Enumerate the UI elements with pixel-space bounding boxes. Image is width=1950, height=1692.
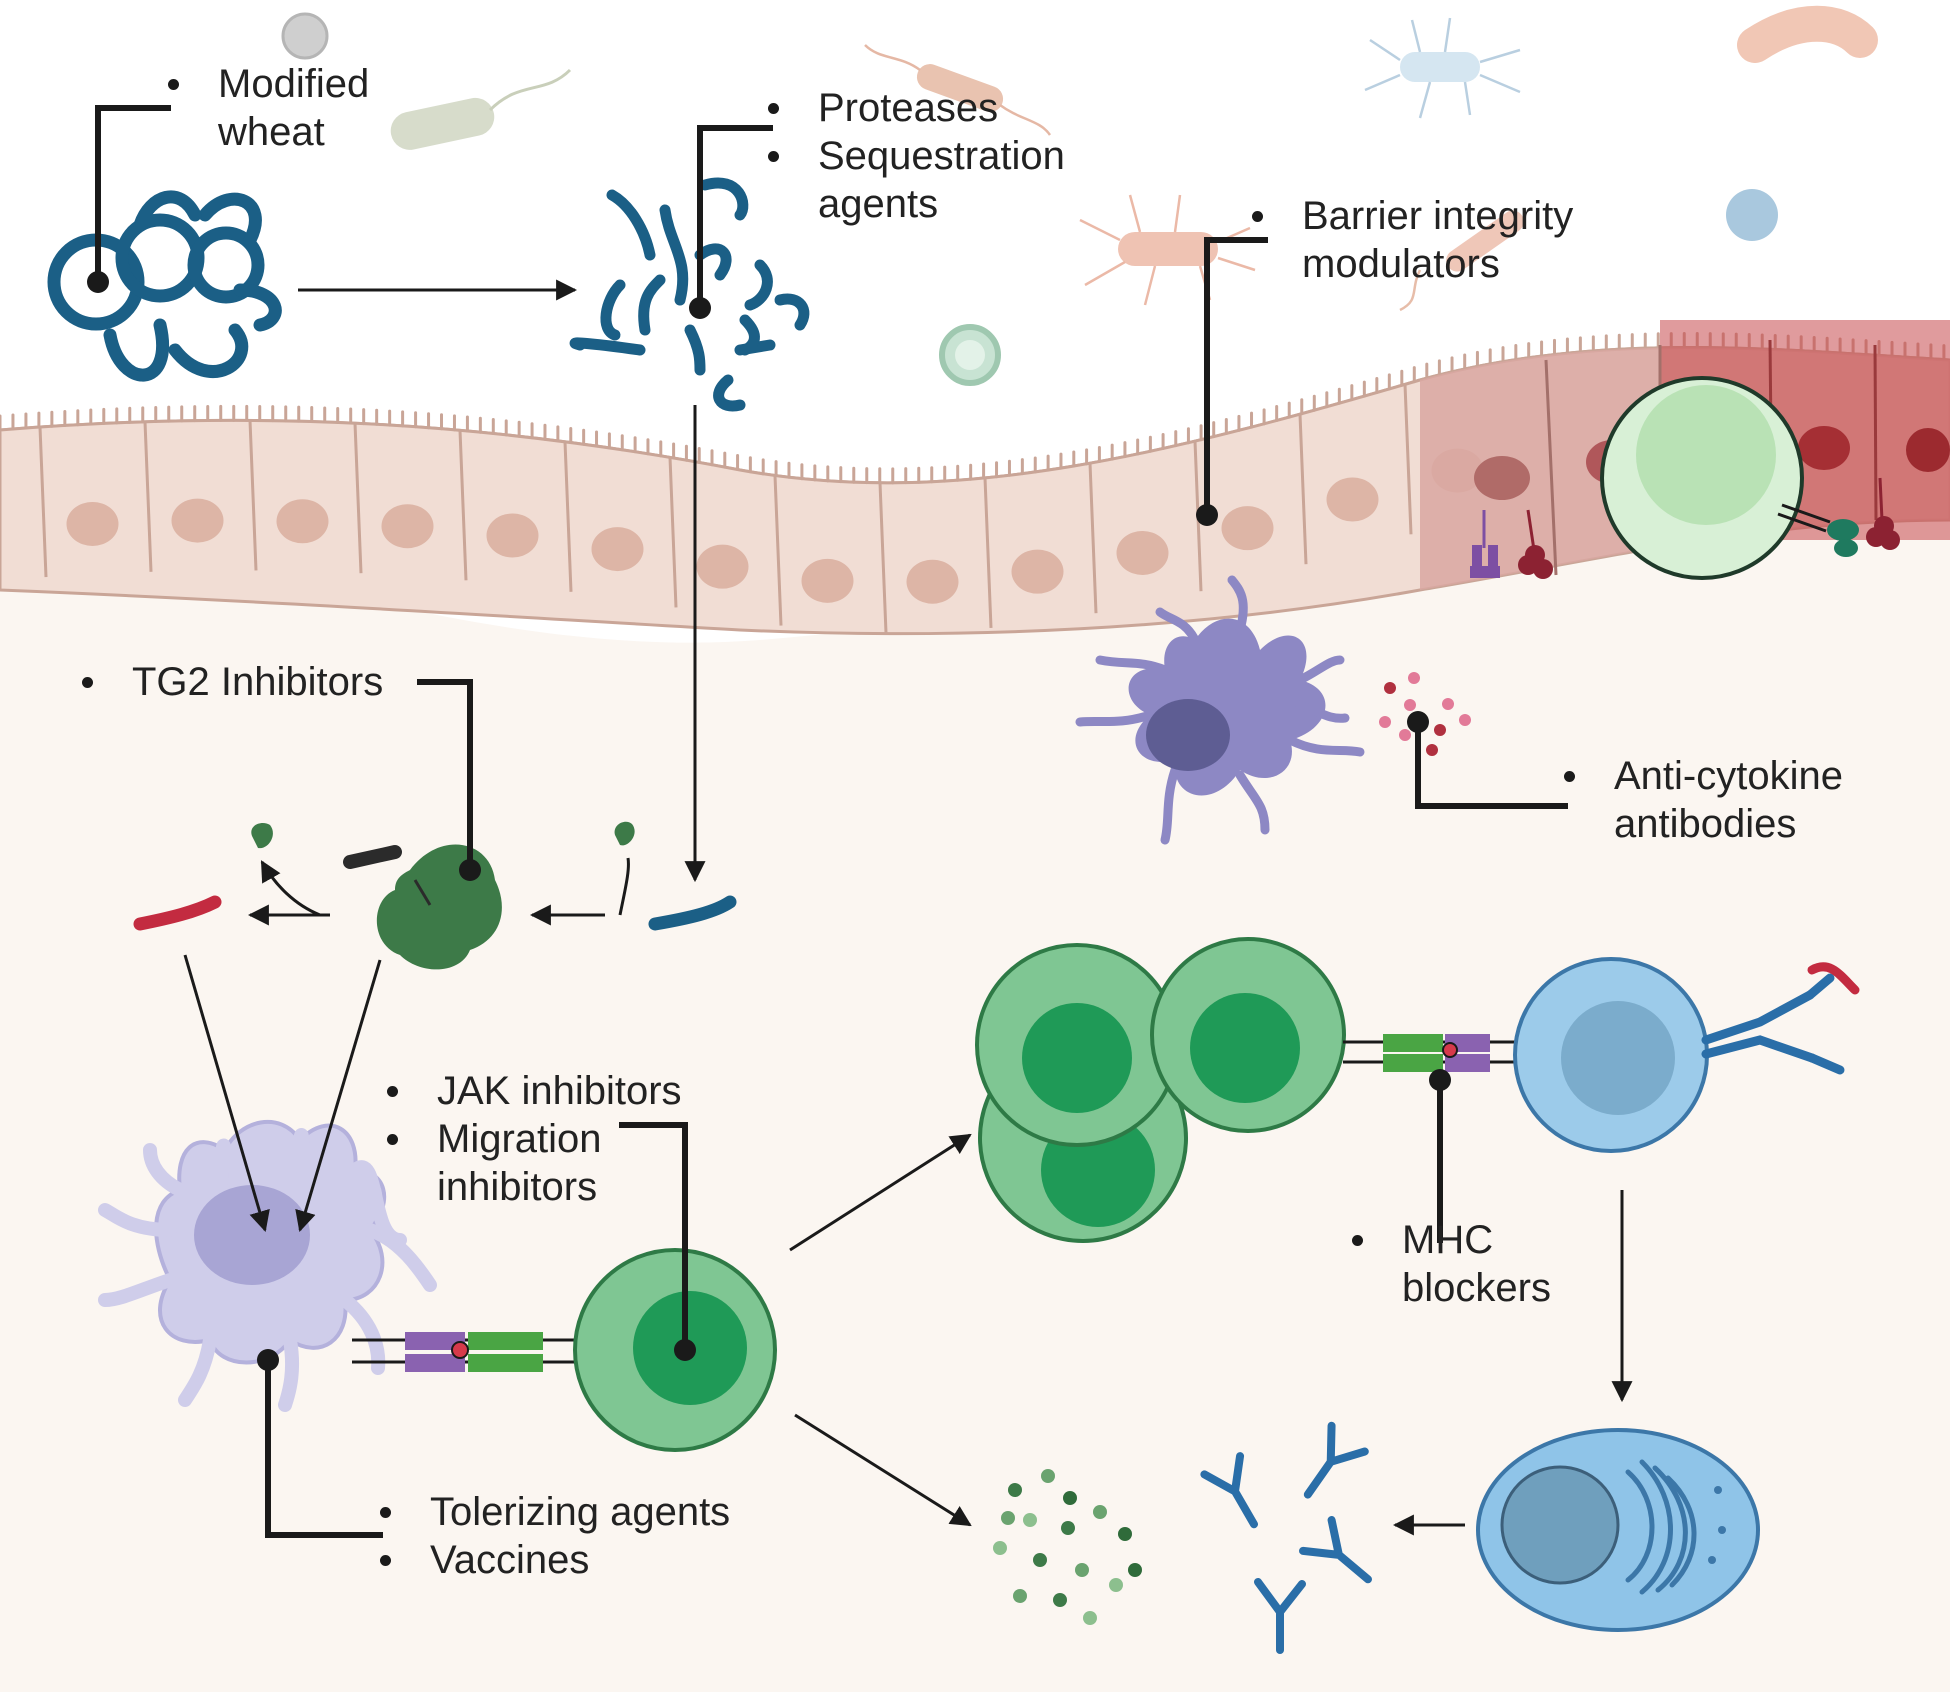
callout-jak bbox=[619, 1122, 688, 1353]
virus-icon bbox=[939, 324, 1001, 386]
antibody-icon bbox=[1303, 1421, 1369, 1499]
cytokine-dot bbox=[1083, 1611, 1097, 1625]
epithelial-nucleus bbox=[1221, 506, 1274, 551]
mhc-tcr-complex-icon bbox=[1343, 1034, 1530, 1072]
epithelium bbox=[0, 320, 1950, 636]
epithelial-cell-wall bbox=[458, 430, 468, 581]
plasma-cell-icon bbox=[1476, 1428, 1760, 1632]
cytokine-dot bbox=[1109, 1578, 1123, 1592]
b-cell-icon bbox=[1513, 957, 1860, 1153]
epithelial-cell-wall bbox=[248, 420, 258, 571]
epithelial-nuclei bbox=[66, 448, 1484, 604]
gluten-peptide-icon bbox=[648, 895, 737, 931]
label-mhc-blockers: MHC blockers bbox=[1346, 1216, 1551, 1312]
callout-tolerizing bbox=[265, 1357, 383, 1538]
bacteria-icon bbox=[1364, 17, 1521, 119]
t-cell-cluster-icon bbox=[975, 937, 1346, 1243]
antibody-icon bbox=[1254, 1578, 1306, 1654]
antibody-icon bbox=[1200, 1452, 1258, 1529]
epithelial-receptors bbox=[1470, 477, 1900, 579]
epithelial-nucleus bbox=[381, 504, 434, 549]
spore-icon bbox=[1726, 189, 1778, 241]
epithelial-nucleus bbox=[1326, 477, 1379, 522]
cytokine-dot bbox=[1128, 1563, 1142, 1577]
epithelial-nucleus bbox=[696, 544, 749, 589]
callout-lines bbox=[95, 105, 1568, 1538]
callout-barrier bbox=[1204, 237, 1268, 518]
cytokine-dot bbox=[1033, 1553, 1047, 1567]
callout-anti-cytokine bbox=[1415, 719, 1568, 809]
epithelial-cell-wall bbox=[1088, 463, 1098, 614]
epithelial-nucleus bbox=[1011, 549, 1064, 594]
cytokine-dot bbox=[1041, 1469, 1055, 1483]
label-tolerizing-agents: Tolerizing agents Vaccines bbox=[374, 1488, 730, 1584]
epithelial-cell-wall bbox=[143, 421, 153, 572]
bacteria-icon bbox=[390, 68, 572, 150]
cytokine-dot bbox=[1008, 1483, 1022, 1497]
cytokine-dot bbox=[1061, 1521, 1075, 1535]
epithelial-cell-walls bbox=[38, 384, 1413, 633]
cytokine-dot bbox=[1001, 1511, 1015, 1525]
peptide-fragments-icon bbox=[569, 177, 810, 412]
released-fragment-icon bbox=[614, 821, 635, 846]
bacteria-icon bbox=[864, 44, 1052, 136]
label-modified-wheat: Modified wheat bbox=[162, 60, 369, 156]
antibody-icon bbox=[1299, 1516, 1372, 1584]
epithelial-nucleus bbox=[276, 499, 329, 544]
deamidated-peptide-icon bbox=[133, 895, 222, 931]
callout-proteases bbox=[697, 125, 773, 311]
label-jak-inhibitors: JAK inhibitors Migration inhibitors bbox=[381, 1067, 682, 1211]
flow-arrows bbox=[183, 279, 1633, 1536]
cytokine-dot bbox=[1053, 1593, 1067, 1607]
epithelial-cell-wall bbox=[773, 475, 783, 626]
epithelial-nucleus bbox=[801, 558, 854, 603]
cytokine-dot bbox=[1063, 1491, 1077, 1505]
spore-icon bbox=[281, 12, 329, 60]
epithelial-cell-wall bbox=[983, 477, 993, 628]
cytokine-dot bbox=[993, 1541, 1007, 1555]
cytokine-dots-icon bbox=[993, 1469, 1142, 1625]
released-fragment-icon bbox=[251, 823, 273, 849]
dendritic-cell-icon bbox=[1075, 575, 1365, 845]
epithelial-cell-wall bbox=[38, 426, 48, 578]
bacteria-icon bbox=[1079, 194, 1256, 306]
label-anti-cytokine: Anti-cytokine antibodies bbox=[1558, 752, 1843, 848]
label-barrier-integrity: Barrier integrity modulators bbox=[1246, 192, 1573, 288]
cytokine-dot bbox=[1118, 1527, 1132, 1541]
label-proteases: Proteases Sequestration agents bbox=[762, 84, 1065, 228]
lumen-microbes bbox=[281, 5, 1878, 386]
cytokine-dots-icon bbox=[1379, 672, 1471, 756]
epithelial-cell-wall bbox=[878, 482, 888, 633]
cytokine-dot bbox=[1075, 1563, 1089, 1577]
epithelial-cell-wall bbox=[353, 423, 363, 574]
bacteria-icon bbox=[1737, 5, 1878, 63]
mhc-tcr-complex-icon bbox=[352, 1332, 600, 1372]
callout-tg2 bbox=[417, 679, 473, 873]
epithelial-nucleus bbox=[486, 513, 539, 558]
epithelial-nucleus bbox=[906, 559, 959, 604]
epithelial-nucleus bbox=[591, 527, 644, 572]
epithelial-cell-wall bbox=[563, 441, 573, 592]
intraepithelial-lymphocyte-icon bbox=[1600, 376, 1859, 580]
epithelial-nucleus bbox=[171, 498, 224, 543]
epithelial-nucleus bbox=[1116, 530, 1169, 575]
epithelial-cell-wall bbox=[1403, 384, 1413, 535]
cytokine-dot bbox=[1013, 1589, 1027, 1603]
epithelial-cell-wall bbox=[668, 457, 678, 608]
cytokine-dot bbox=[1023, 1513, 1037, 1527]
epithelial-nucleus bbox=[66, 501, 119, 546]
callout-anchor-dots bbox=[87, 271, 1451, 1371]
epithelial-cell-wall bbox=[1298, 414, 1308, 565]
secreted-antibodies bbox=[1200, 1421, 1372, 1654]
label-tg2-inhibitors: TG2 Inhibitors bbox=[76, 658, 383, 706]
bacteria-icon bbox=[1399, 210, 1524, 312]
callout-modified-wheat bbox=[95, 105, 171, 285]
antibody-icon bbox=[1701, 973, 1845, 1075]
cytokine-dot bbox=[1093, 1505, 1107, 1519]
gluten-protein-icon bbox=[47, 190, 282, 382]
